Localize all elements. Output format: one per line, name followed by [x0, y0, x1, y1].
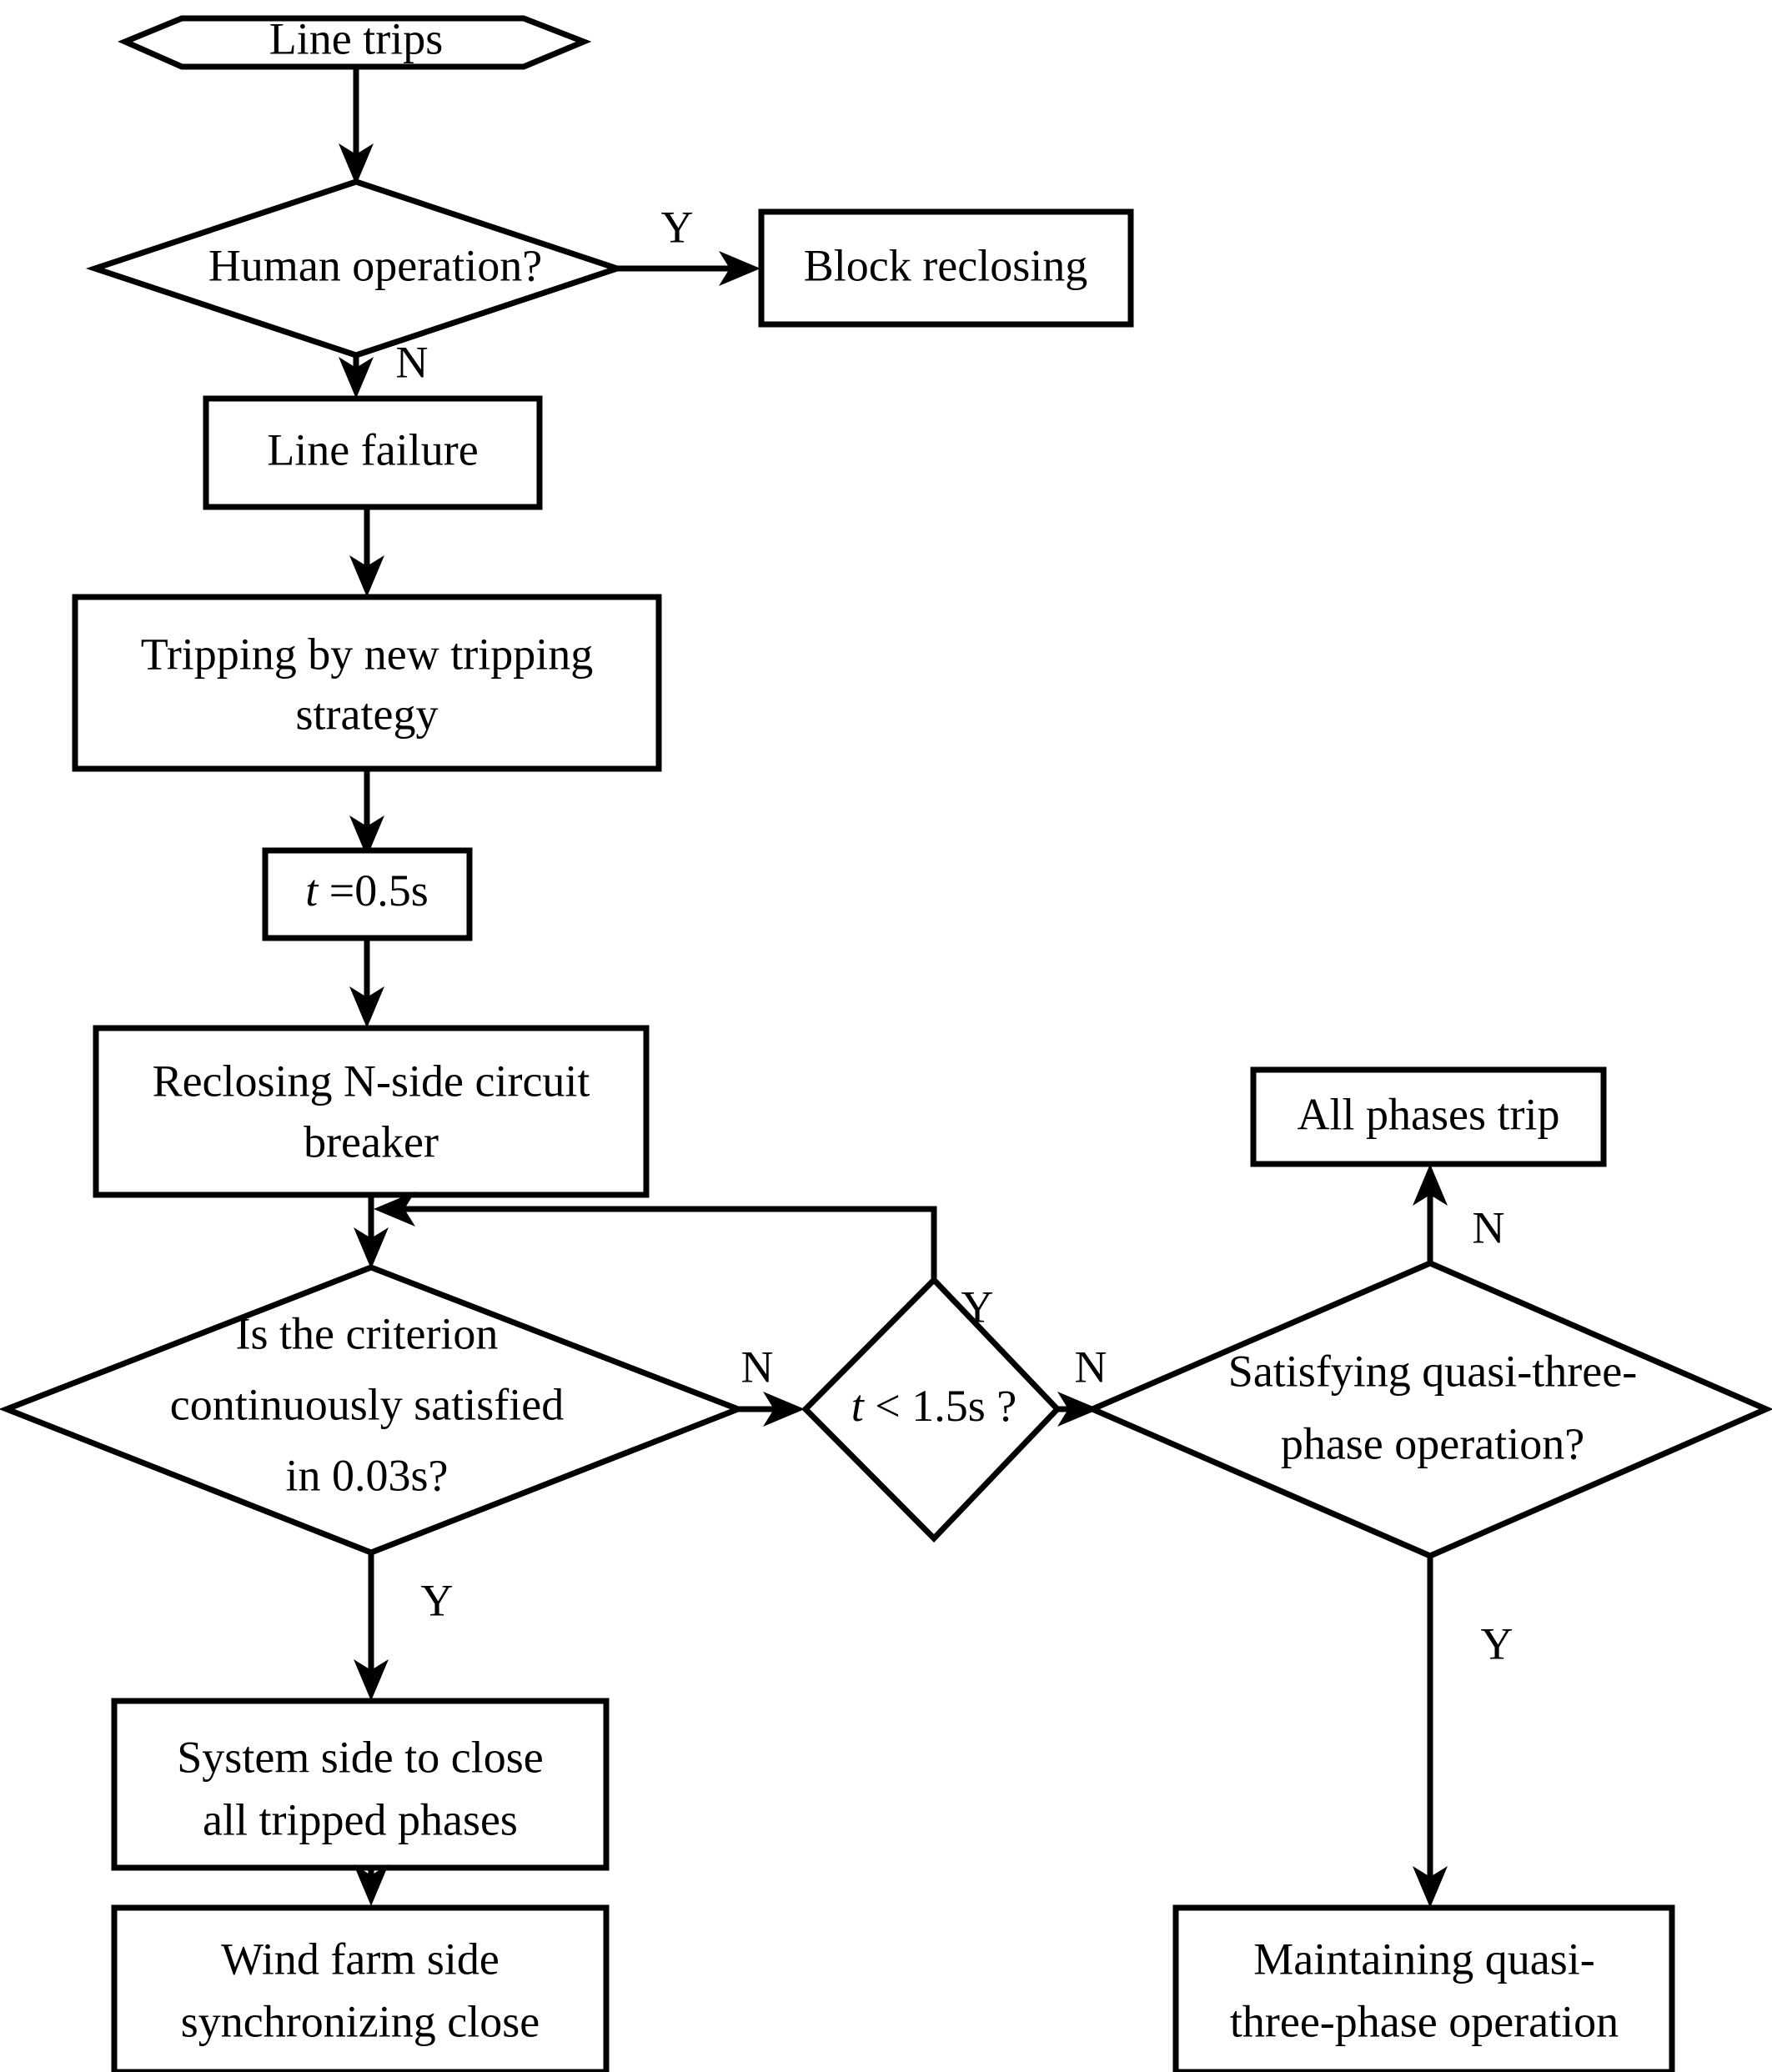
arrowhead-down	[1413, 1866, 1448, 1908]
edge-reclosing-to-criterion	[354, 1195, 389, 1269]
branch-label-human-yes: Y	[661, 202, 694, 252]
node-time-check-label: t < 1.5s ?	[851, 1381, 1017, 1431]
rect-shape	[93, 1025, 650, 1198]
node-maintaining-quasi-line2: three-phase operation	[1230, 1996, 1619, 2046]
arrowhead-down	[354, 1659, 389, 1701]
node-time-check-variable: t	[851, 1381, 866, 1431]
rect-shape	[262, 847, 473, 941]
edge-human-yes-to-block-reclosing: Y	[617, 202, 761, 286]
rect-shape	[1250, 1066, 1607, 1167]
branch-label-criterion-no: N	[741, 1342, 774, 1392]
node-line-failure-label: Line failure	[267, 424, 478, 474]
node-wind-farm-close-line2: synchronizing close	[181, 1996, 540, 2046]
node-quasi-three-phase[interactable]: Satisfying quasi-three- phase operation?	[1085, 1260, 1772, 1559]
node-timer[interactable]: t =0.5s	[262, 847, 473, 941]
rect-shape	[111, 1698, 610, 1871]
node-wind-farm-close[interactable]: Wind farm side synchronizing close	[111, 1904, 610, 2072]
arrowhead-down	[349, 555, 384, 597]
arrowhead-down	[354, 1227, 389, 1269]
hexagon-shape	[118, 15, 592, 70]
node-quasi-three-phase-line2: phase operation?	[1281, 1418, 1584, 1468]
edge-line-failure-to-tripping	[349, 507, 384, 597]
node-quasi-three-phase-line1: Satisfying quasi-three-	[1228, 1346, 1637, 1396]
branch-label-human-no: N	[396, 337, 429, 387]
node-reclosing-breaker-line1: Reclosing N-side circuit	[153, 1056, 590, 1106]
node-timer-value: =0.5s	[318, 865, 428, 916]
node-human-operation[interactable]: Human operation?	[85, 178, 627, 359]
rect-shape	[1172, 1904, 1675, 2072]
arrowhead-left	[374, 1192, 415, 1227]
node-line-failure[interactable]: Line failure	[203, 395, 543, 510]
rect-shape	[203, 395, 543, 510]
arrowhead-right	[1057, 1392, 1099, 1427]
node-wind-farm-close-line1: Wind farm side	[221, 1934, 499, 1984]
edge-system-side-to-wind-farm	[354, 1864, 389, 1906]
node-human-operation-label: Human operation?	[208, 240, 542, 290]
node-line-trips[interactable]: Line trips	[118, 13, 592, 70]
arrowhead-down	[339, 143, 374, 185]
node-timer-label: t =0.5s	[305, 865, 428, 916]
arrowhead-down	[349, 986, 384, 1028]
arrowhead-down	[339, 357, 374, 399]
branch-label-quasi-yes: Y	[1481, 1618, 1513, 1668]
node-reclosing-breaker-line2: breaker	[304, 1116, 439, 1166]
node-line-trips-label: Line trips	[269, 13, 443, 63]
rect-shape	[111, 1904, 610, 2072]
branch-label-quasi-no: N	[1473, 1202, 1505, 1252]
arrowhead-down	[349, 815, 384, 857]
node-criterion-line2: continuously satisfied	[170, 1379, 564, 1429]
arrowhead-down	[354, 1864, 389, 1906]
edge-human-no-to-line-failure: N	[339, 337, 429, 399]
node-time-check[interactable]: t < 1.5s ?	[801, 1275, 1062, 1543]
edge-criterion-yes-to-system-side: Y	[354, 1553, 454, 1701]
arrowhead-right	[719, 251, 761, 286]
node-system-side-close[interactable]: System side to close all tripped phases	[111, 1698, 610, 1871]
rect-shape	[758, 208, 1134, 328]
node-tripping-strategy[interactable]: Tripping by new tripping strategy	[72, 594, 662, 772]
node-all-phases-trip-label: All phases trip	[1298, 1089, 1560, 1139]
rect-shape	[72, 594, 662, 772]
node-tripping-strategy-line2: strategy	[296, 689, 439, 739]
branch-label-timecheck-no: N	[1075, 1342, 1107, 1392]
edge-tripping-to-timer	[349, 769, 384, 857]
node-maintaining-quasi[interactable]: Maintaining quasi- three-phase operation	[1172, 1904, 1675, 2072]
edge-timecheck-no-to-quasi: N	[1057, 1342, 1107, 1427]
node-system-side-close-line2: all tripped phases	[203, 1794, 518, 1844]
node-criterion-line3: in 0.03s?	[286, 1450, 449, 1500]
node-block-reclosing[interactable]: Block reclosing	[758, 208, 1134, 328]
edge-criterion-no-to-timecheck: N	[738, 1342, 805, 1427]
arrowhead-right	[763, 1392, 805, 1427]
node-timer-variable: t	[305, 865, 319, 916]
node-reclosing-breaker[interactable]: Reclosing N-side circuit breaker	[93, 1025, 650, 1198]
edge-start-to-human	[339, 67, 374, 185]
diamond-shape	[801, 1275, 1062, 1543]
edge-polyline	[400, 1206, 937, 1280]
node-system-side-close-line1: System side to close	[177, 1732, 543, 1782]
arrowhead-up	[1413, 1164, 1448, 1206]
node-block-reclosing-label: Block reclosing	[804, 240, 1087, 290]
node-all-phases-trip[interactable]: All phases trip	[1250, 1066, 1607, 1167]
edge-timer-to-reclosing	[349, 938, 384, 1028]
edge-quasi-no-to-all-phases-trip: N	[1413, 1164, 1505, 1263]
node-criterion-line1: Is the criterion	[236, 1308, 499, 1358]
node-tripping-strategy-line1: Tripping by new tripping	[141, 629, 594, 679]
diamond-shape	[1085, 1260, 1772, 1559]
node-maintaining-quasi-line1: Maintaining quasi-	[1253, 1934, 1594, 1984]
node-time-check-condition: < 1.5s ?	[864, 1381, 1017, 1431]
branch-label-criterion-yes: Y	[421, 1575, 454, 1625]
edge-quasi-yes-to-maintaining: Y	[1413, 1556, 1513, 1908]
node-criterion[interactable]: Is the criterion continuously satisfied …	[0, 1264, 746, 1556]
